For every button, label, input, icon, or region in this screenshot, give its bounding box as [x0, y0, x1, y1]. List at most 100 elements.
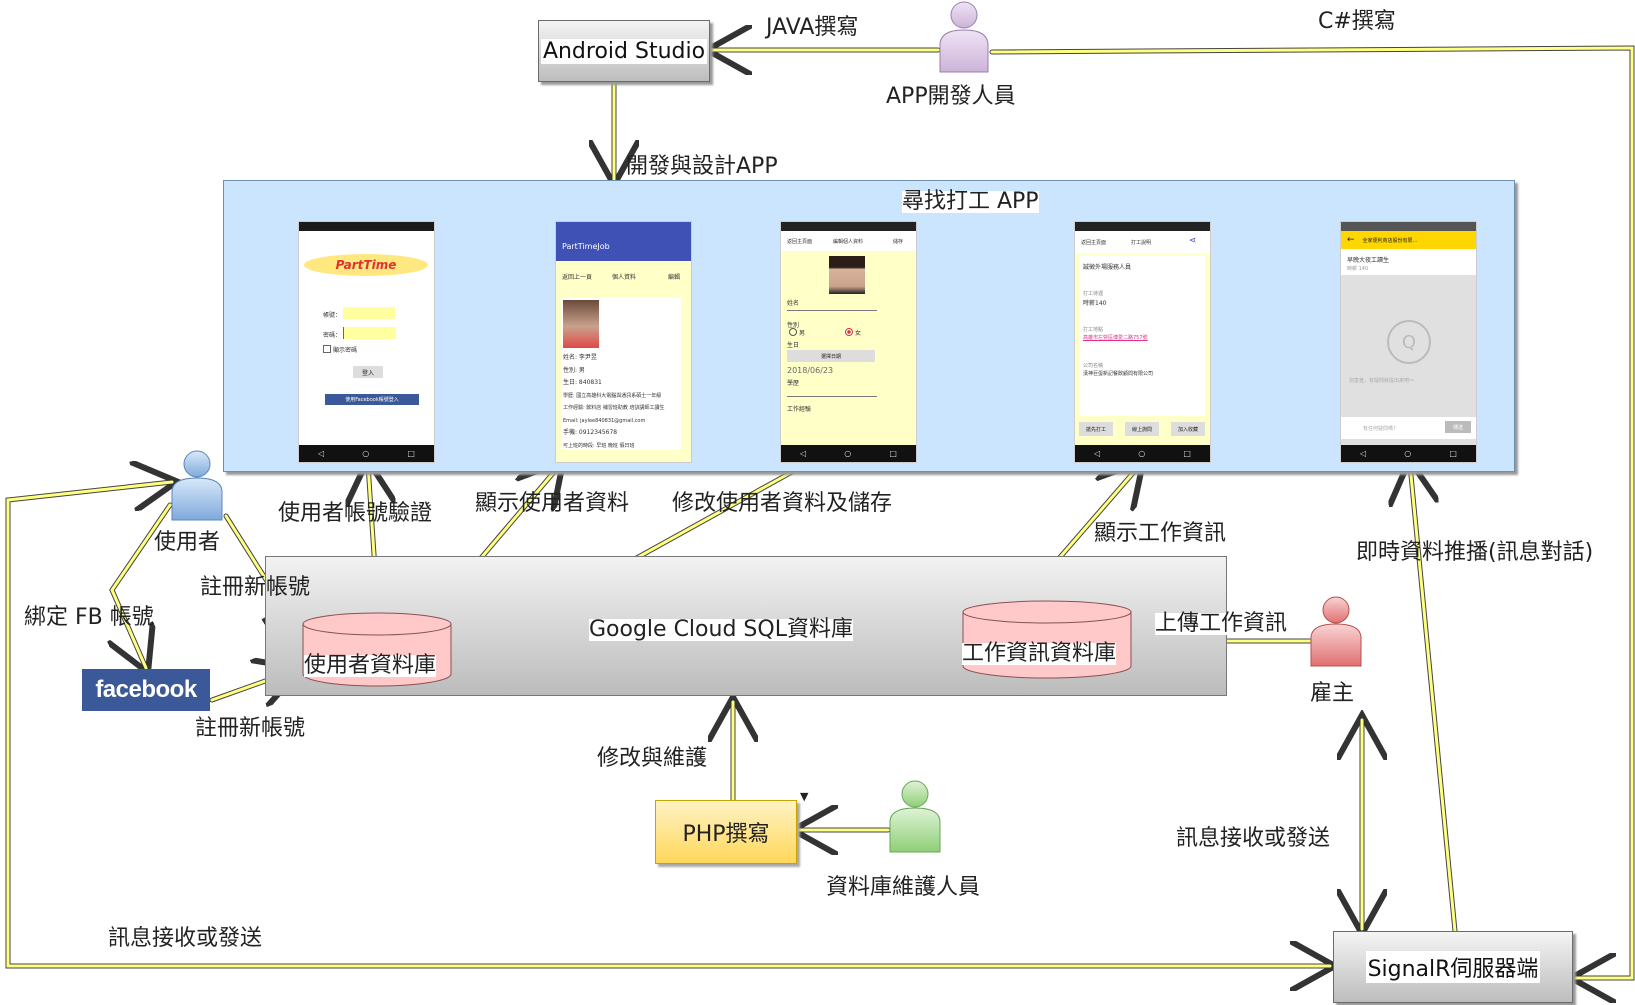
job-name: 誠徵外場服務人員	[1083, 264, 1132, 271]
send-button[interactable]: 傳送	[1445, 421, 1471, 433]
edit-work-label: 工作經驗	[787, 406, 812, 413]
male-radio[interactable]	[789, 328, 797, 336]
develop-app-edge-label: 開發與設計APP	[626, 154, 778, 179]
chat-input[interactable]: 有任何疑問嗎?	[1363, 426, 1396, 432]
job-back-tab[interactable]: 返回主頁面	[1081, 240, 1107, 246]
msg-user-bottom-arrow	[6, 526, 1332, 968]
back-arrow-icon[interactable]: ←	[1347, 235, 1355, 245]
pick-date-button[interactable]: 選擇日期	[787, 350, 875, 362]
edit-profile-screen: 返回主頁面 編輯個人資料 儲存 姓名 性別 男 女 生日 選擇日期 2018/0…	[780, 221, 917, 463]
msg-employer-edge-label: 訊息接收或發送	[1176, 826, 1331, 851]
signalr-label: SignalR伺服器端	[1365, 951, 1541, 983]
cloud-sql-label: Google Cloud SQL資料庫	[589, 617, 853, 642]
profile-back-tab[interactable]: 返回上一頁	[562, 274, 593, 281]
person-icon	[171, 450, 223, 521]
job-pay-label: 打工待遇	[1083, 291, 1104, 297]
php-label: PHP撰寫	[682, 822, 770, 847]
login-button[interactable]: 登入	[353, 366, 383, 378]
edit-title-tab[interactable]: 編輯個人資料	[833, 239, 864, 245]
edit-birthday-label: 生日	[787, 342, 800, 349]
profile-personal-tab[interactable]: 個人資料	[612, 274, 637, 281]
facebook-logo[interactable]: facebook	[82, 669, 210, 711]
edu-underline	[787, 396, 877, 397]
bind-fb-arrow	[110, 503, 172, 670]
show-password-label: 顯示密碼	[333, 347, 358, 354]
profile-line: 性別: 男	[563, 366, 585, 374]
edit-gender-label: 性別	[787, 322, 800, 329]
profile-line: 手機: 0912345678	[563, 429, 618, 436]
profile-line: 學歷: 國立高雄科大電腦與通訊系碩士一年級	[563, 392, 662, 399]
android-nav-bar: ◁○□	[1341, 445, 1476, 462]
profile-photo	[563, 300, 599, 348]
user-actor[interactable]	[170, 450, 224, 522]
person-icon	[889, 780, 941, 853]
chat-empty-text: 別害羞，有疑問就提出來吧～	[1349, 378, 1415, 384]
signalr-server-node[interactable]: SignalR伺服器端	[1333, 931, 1573, 1003]
profile-line: 生日: 840831	[563, 379, 602, 386]
share-icon[interactable]: ⋖	[1189, 236, 1197, 246]
employer-label: 雇主	[1310, 681, 1355, 706]
edit-back-tab[interactable]: 返回主頁面	[787, 239, 813, 245]
profile-line: 可上班的時段: 早班 晚班 假日班	[563, 442, 635, 449]
csharp-line	[990, 46, 1634, 980]
job-pay: 時薪140	[1083, 300, 1107, 307]
facebook-login-button[interactable]: 使用Facebook帳號登入	[325, 394, 419, 405]
person-icon	[939, 1, 989, 73]
job-place-label: 打工地點	[1083, 327, 1104, 333]
chat-pay: 時薪 140	[1347, 266, 1369, 272]
account-input[interactable]	[343, 307, 395, 319]
profile-edit-tab[interactable]: 編輯	[668, 274, 681, 281]
msg-user-left-arrow-outline	[5, 482, 172, 533]
job-place[interactable]: 高雄市左營區博愛二路757號	[1083, 335, 1148, 341]
android-nav-bar: ◁○□	[1075, 445, 1210, 462]
realtime-push-edge-label: 即時資料推播(訊息對話)	[1356, 540, 1594, 565]
male-label: 男	[799, 330, 806, 337]
bind-fb-edge-label: 綁定 FB 帳號	[24, 605, 154, 630]
password-input[interactable]	[343, 327, 396, 339]
edit-user-data-edge-label: 修改使用者資料及儲存	[672, 491, 893, 516]
job-company: 漢神巨蛋新記餐飲顧問有限公司	[1083, 371, 1154, 377]
register-edge-label-2: 註冊新帳號	[195, 716, 306, 741]
favorite-button[interactable]: 加入收藏	[1171, 422, 1205, 436]
account-label: 帳號：	[323, 312, 342, 319]
db-maintainer-label: 資料庫維護人員	[826, 875, 981, 900]
login-screen: PartTime 帳號： 密碼： 顯示密碼 登入 使用Facebook帳號登入 …	[298, 221, 435, 463]
csharp-edge-label: C#撰寫	[1318, 9, 1396, 34]
job-detail-card	[1079, 256, 1205, 416]
modify-maintain-edge-label: 修改與維護	[597, 746, 708, 771]
android-studio-node[interactable]: Android Studio	[538, 20, 710, 82]
edit-profile-photo	[829, 256, 865, 294]
female-radio[interactable]	[845, 328, 853, 336]
dropdown-marker-icon: ▼	[800, 790, 809, 803]
profile-app-bar: PartTimeJob	[556, 231, 691, 261]
edit-edu-label: 學歷	[787, 380, 800, 387]
app-developer-actor[interactable]	[938, 0, 990, 75]
verify-account-edge-label: 使用者帳號驗證	[278, 501, 433, 526]
profile-line: 工作經驗: 飲料店 補習班助教 培訓講師工讀生	[563, 405, 665, 411]
show-job-edge-label: 顯示工作資訊	[1094, 521, 1227, 546]
female-label: 女	[855, 330, 862, 337]
show-password-checkbox[interactable]	[323, 345, 331, 353]
msg-user-edge-label: 訊息接收或發送	[108, 926, 263, 951]
upload-job-edge-label: 上傳工作資訊	[1155, 611, 1288, 636]
job-title-tab[interactable]: 打工說明	[1131, 240, 1152, 246]
android-nav-bar: ◁○□	[781, 445, 916, 462]
user-db-label: 使用者資料庫	[304, 653, 437, 678]
app-panel-title: 尋找打工 APP	[902, 189, 1039, 214]
profile-line: 姓名: 李尹昱	[563, 354, 597, 361]
apply-button[interactable]: 搶先打工	[1079, 422, 1113, 436]
chat-job: 早晚大夜工讀生	[1347, 257, 1390, 264]
php-node[interactable]: PHP撰寫	[655, 800, 797, 864]
profile-info-list: 姓名: 李尹昱 性別: 男 生日: 840831 學歷: 國立高雄科大電腦與通訊…	[563, 352, 691, 452]
employer-actor[interactable]	[1309, 596, 1363, 668]
job-db-cylinder[interactable]	[962, 600, 1132, 680]
db-maintainer-actor[interactable]	[888, 780, 942, 854]
job-company-label: 公司名稱	[1083, 363, 1104, 369]
android-nav-bar: ◁○□	[299, 445, 434, 462]
edit-date-value: 2018/06/23	[787, 366, 834, 375]
android-studio-label: Android Studio	[540, 38, 708, 64]
ask-online-button[interactable]: 線上詢問	[1125, 422, 1159, 436]
chat-job-bar	[1341, 249, 1476, 275]
edit-save-tab[interactable]: 儲存	[893, 239, 904, 245]
chat-header: ← 全家便利商店股份有限...	[1341, 231, 1476, 249]
